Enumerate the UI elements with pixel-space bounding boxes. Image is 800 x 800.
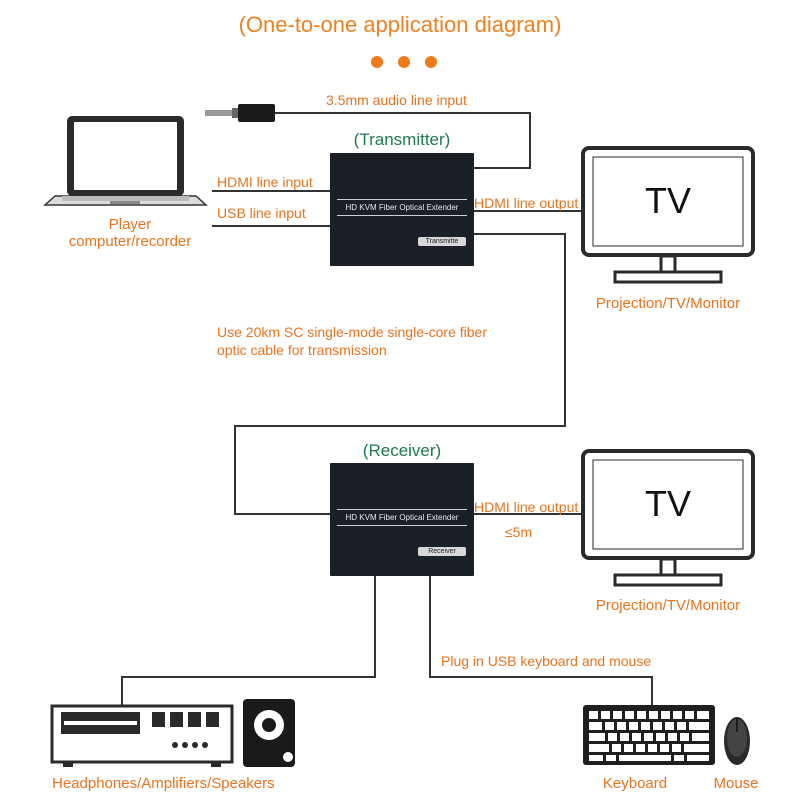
usb-input-label: USB line input: [217, 205, 306, 221]
transmitter-heading: (Transmitter): [353, 130, 451, 149]
audio-output-cable: [121, 576, 376, 706]
receiver-device-name: HD KVM Fiber Optical Extender: [345, 513, 459, 522]
tv-icon-bottom: [581, 449, 755, 587]
fiber-label-line1: Use 20km SC single-mode single-core fibe…: [217, 324, 487, 340]
diagram-title: (One-to-one application diagram): [238, 12, 562, 37]
tv-screen-text-bottom: TV: [644, 483, 691, 524]
distance-label: ≤5m: [505, 524, 533, 540]
laptop-icon: [43, 116, 208, 206]
hdmi-output-label-bottom: HDMI line output: [474, 499, 579, 515]
device-divider: [337, 509, 467, 510]
audio-cable: [275, 112, 531, 169]
fiber-cable: [234, 233, 566, 515]
receiver-device: HD KVM Fiber Optical Extender Receiver: [330, 463, 474, 576]
receiver-heading: (Receiver): [362, 441, 442, 460]
transmitter-device: HD KVM Fiber Optical Extender Transmitte: [330, 153, 474, 266]
usb-output-cable: [429, 576, 653, 706]
receiver-badge: Receiver: [418, 547, 466, 556]
mouse-icon: [724, 717, 750, 765]
decorative-dots: [371, 55, 452, 73]
player-caption-line1: Player: [108, 216, 152, 233]
device-divider: [337, 199, 467, 200]
device-divider: [337, 525, 467, 526]
audio-devices-caption: Headphones/Amplifiers/Speakers: [52, 775, 275, 792]
usb-plug-label: Plug in USB keyboard and mouse: [441, 653, 652, 669]
tv-caption-top: Projection/TV/Monitor: [595, 295, 741, 312]
keyboard-caption: Keyboard: [602, 775, 668, 792]
fiber-label-line2: optic cable for transmission: [217, 342, 387, 358]
tv-caption-bottom: Projection/TV/Monitor: [595, 597, 741, 614]
hdmi-output-label-top: HDMI line output: [474, 195, 579, 211]
audio-input-label: 3.5mm audio line input: [326, 92, 467, 108]
device-divider: [337, 215, 467, 216]
tv-screen-text-top: TV: [644, 180, 691, 221]
tv-icon-top: [581, 146, 755, 284]
keyboard-icon: [583, 705, 715, 765]
transmitter-badge: Transmitte: [418, 237, 466, 246]
speaker-icon: [243, 699, 295, 767]
player-caption-line2: computer/recorder: [68, 233, 192, 250]
amplifier-icon: [50, 704, 234, 767]
mouse-caption: Mouse: [713, 775, 759, 792]
audio-jack-icon: [205, 104, 275, 122]
transmitter-device-name: HD KVM Fiber Optical Extender: [345, 203, 459, 212]
hdmi-input-label: HDMI line input: [217, 174, 313, 190]
